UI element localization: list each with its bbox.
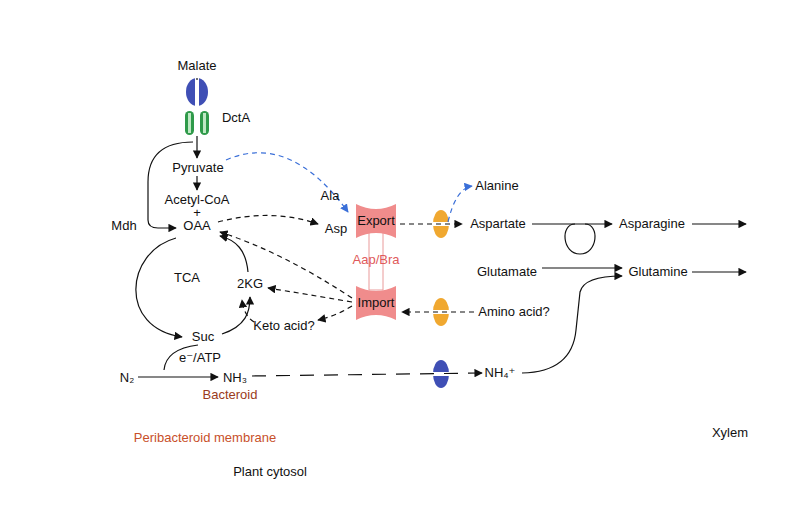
metabolite-label: NH₄⁺: [485, 366, 516, 380]
peribacteroid-space: Peribacteroid membrane Bacteroid: [45, 90, 440, 452]
metabolite-label: Ala: [321, 189, 340, 203]
metabolite-label: N₂: [120, 371, 134, 385]
metabolite-label: Asp: [325, 222, 347, 236]
region-label: Peribacteroid membrane: [134, 431, 276, 445]
metabolite-label: Amino acid?: [478, 305, 550, 319]
metabolite-label: e⁻/ATP: [179, 351, 221, 365]
metabolite-label: Aspartate: [470, 217, 526, 231]
pathway-arrows: [136, 78, 746, 377]
metabolite-label: Aap/Bra: [353, 253, 400, 267]
metabolite-label: Keto acid?: [253, 319, 314, 333]
metabolite-label: Malate: [177, 59, 216, 73]
metabolite-label: DctA: [222, 111, 250, 125]
metabolite-label: Glutamine: [628, 265, 687, 279]
metabolite-label: OAA: [183, 219, 210, 233]
membrane-transporter: [433, 210, 449, 388]
alanine-arrows: [226, 153, 472, 222]
metabolite-label: Import: [358, 296, 395, 310]
metabolite-label: Alanine: [475, 179, 518, 193]
region-label: Plant cytosol: [233, 465, 307, 479]
metabolite-label: Suc: [192, 330, 214, 344]
region-label: Bacteroid: [203, 388, 258, 402]
metabolite-label: NH₃: [223, 371, 247, 385]
dcta-transporter: [185, 78, 209, 135]
metabolite-label: 2KG: [237, 277, 263, 291]
metabolite-label: Export: [357, 214, 395, 228]
metabolite-label: TCA: [174, 271, 200, 285]
region-label: Xylem: [712, 426, 748, 440]
metabolite-label: Mdh: [111, 219, 136, 233]
metabolite-label: Pyruvate: [172, 161, 223, 175]
metabolite-label: Glutamate: [477, 265, 537, 279]
xylem-vessel: Xylem: [708, 45, 752, 500]
metabolite-label: Asparagine: [619, 217, 685, 231]
